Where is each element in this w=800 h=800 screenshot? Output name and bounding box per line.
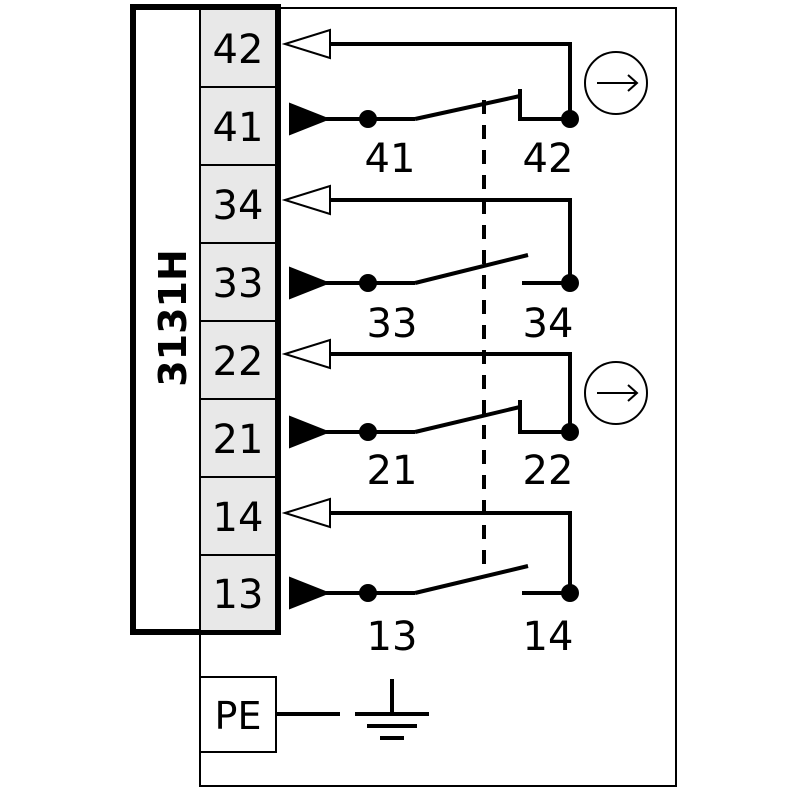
contact-33-34: 33 34 — [281, 184, 579, 347]
contact-terminal-dot — [561, 110, 579, 128]
open-triangle-arrow-icon — [281, 497, 331, 529]
nc-contact-hook — [518, 89, 570, 121]
contact-blade — [414, 253, 529, 285]
filled-triangle-arrow-icon — [289, 266, 331, 300]
circle-arrow-icon — [584, 361, 648, 425]
contact-21-22: 21 22 — [281, 338, 648, 494]
terminal-label: 42 — [213, 27, 264, 73]
terminal-label: 34 — [213, 183, 264, 229]
contact-13-14: 13 14 — [281, 497, 579, 660]
pe-terminal-box — [199, 676, 277, 753]
contact-terminal-dot — [561, 274, 579, 292]
contact-blade — [414, 94, 521, 121]
pe-label: PE — [215, 694, 262, 738]
terminal-cell — [199, 554, 277, 632]
terminal-label: 41 — [213, 105, 264, 151]
contact-terminal-dot — [561, 423, 579, 441]
terminal-label: 33 — [213, 261, 264, 307]
contact-terminal-dot — [561, 584, 579, 602]
filled-triangle-arrow-icon — [289, 415, 331, 449]
open-triangle-arrow-icon — [281, 28, 331, 60]
return-wire — [330, 352, 572, 431]
terminal-cell — [199, 164, 277, 244]
open-triangle-arrow-icon — [281, 338, 331, 370]
terminal-cell — [199, 320, 277, 400]
contact-label-left: 33 — [367, 301, 418, 347]
open-triangle-arrow-icon — [281, 184, 331, 216]
contact-label-right: 14 — [523, 614, 574, 660]
pe-ground: PE — [199, 676, 429, 753]
terminal-label: 22 — [213, 339, 264, 385]
filled-triangle-arrow-icon — [289, 576, 331, 610]
terminal-label: 21 — [213, 417, 264, 463]
ground-icon — [355, 679, 429, 740]
contact-41-42: 41 42 — [281, 28, 648, 182]
contact-label-right: 42 — [523, 136, 574, 182]
terminal-cell — [199, 476, 277, 556]
circle-arrow-icon — [584, 51, 648, 115]
nc-contact-hook — [518, 400, 570, 434]
return-wire — [330, 198, 572, 283]
terminal-cell — [199, 86, 277, 166]
contact-blade — [414, 405, 521, 434]
terminal-strip: 42 41 34 33 22 21 14 13 — [199, 8, 277, 632]
return-wire — [330, 42, 572, 118]
return-wire — [330, 511, 572, 593]
contact-label-left: 21 — [367, 448, 418, 494]
terminal-label: 13 — [213, 572, 264, 618]
terminal-label: 14 — [213, 495, 264, 541]
contact-label-left: 41 — [365, 136, 416, 182]
contact-label-left: 13 — [367, 614, 418, 660]
terminal-cell — [199, 398, 277, 478]
module-model-label: 3131H — [151, 249, 195, 387]
contact-label-right: 34 — [523, 301, 574, 347]
contact-blade — [414, 564, 529, 595]
contact-label-right: 22 — [523, 448, 574, 494]
filled-triangle-arrow-icon — [289, 102, 331, 136]
